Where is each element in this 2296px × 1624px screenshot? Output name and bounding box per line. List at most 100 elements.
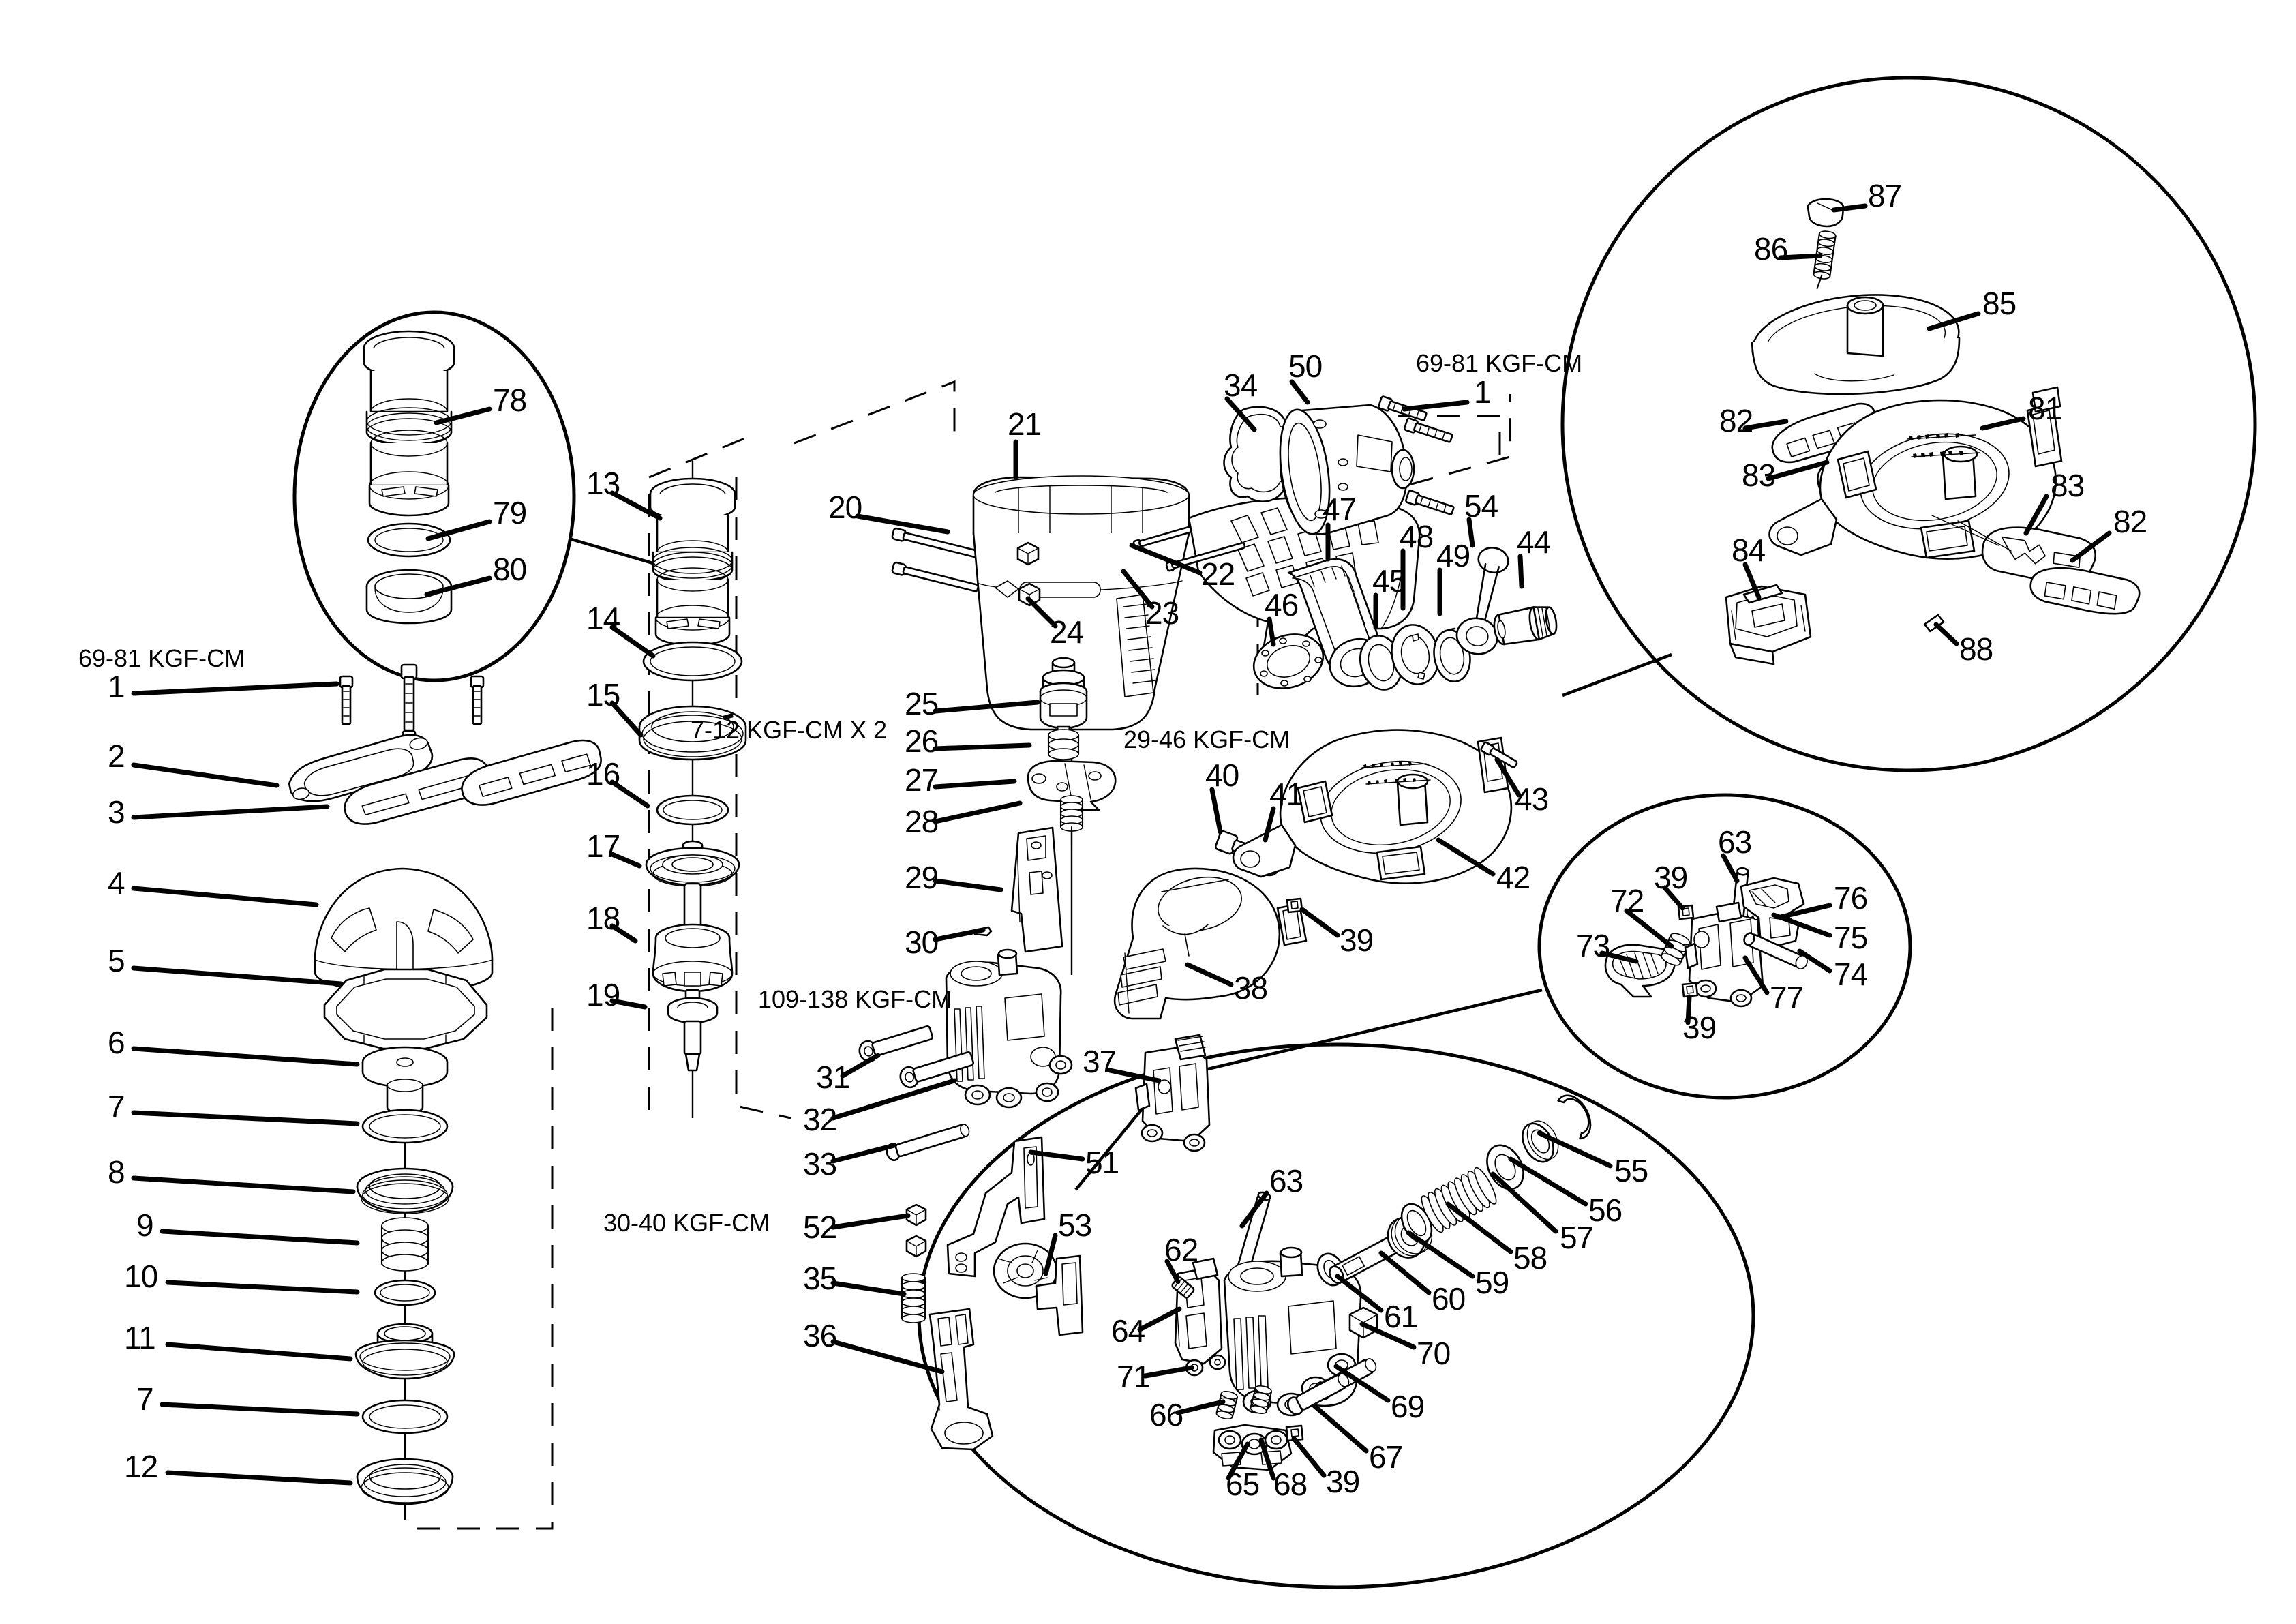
part-number-callout: 8	[108, 1154, 125, 1190]
callout-leader-line	[165, 1280, 360, 1295]
part-number-callout: 68	[1273, 1467, 1308, 1502]
callout-leader-line	[1291, 1436, 1327, 1478]
callout-leader-line	[830, 1078, 957, 1121]
callout-leader-line	[1043, 1233, 1058, 1276]
part-number-callout: 34	[1224, 367, 1258, 403]
part-number-callout: 74	[1834, 957, 1868, 992]
callout-leader-line	[434, 406, 492, 425]
callout-leader-line	[1508, 1156, 1588, 1207]
callout-leader-line	[165, 1470, 353, 1486]
callout-leader-line	[609, 779, 650, 809]
callout-leader-line	[933, 779, 1017, 790]
part-number-callout: 63	[1718, 824, 1752, 860]
part-number-callout: 84	[1732, 532, 1766, 568]
part-number-callout: 1	[108, 669, 125, 704]
callout-leader-line	[1224, 396, 1257, 432]
part-number-callout: 20	[828, 490, 862, 525]
callout-leader-line	[1107, 1068, 1162, 1083]
callout-leader-line	[609, 625, 656, 659]
callout-leader-line	[1742, 955, 1770, 995]
callout-leader-line	[840, 1053, 881, 1079]
part-number-callout: 56	[1588, 1192, 1622, 1228]
callout-leader-line	[933, 878, 1003, 892]
part-number-callout: 59	[1475, 1265, 1509, 1300]
part-number-callout: 15	[586, 677, 620, 712]
callout-leader-line	[1267, 616, 1276, 647]
torque-spec-note: 29-46 KGF-CM	[1123, 725, 1290, 753]
callout-leader-line	[1980, 416, 2026, 431]
part-number-callout: 77	[1770, 980, 1804, 1015]
part-number-callout: 41	[1269, 777, 1303, 812]
callout-leader-line	[1599, 950, 1639, 964]
callout-leader-line	[1771, 912, 1832, 938]
callout-leader-line	[1226, 1441, 1250, 1481]
part-number-callout: 26	[905, 723, 939, 759]
part-number-callout: 21	[1008, 406, 1042, 442]
part-number-callout: 55	[1614, 1153, 1648, 1188]
part-number-callout: 83	[2051, 468, 2085, 503]
callout-leader-line	[609, 998, 648, 1010]
callout-leader-line	[1359, 1321, 1417, 1350]
part-number-callout: 33	[803, 1146, 837, 1182]
part-number-callout: 53	[1058, 1207, 1092, 1243]
callout-leader-line	[933, 742, 1032, 751]
callout-leader-line	[855, 513, 950, 535]
part-number-callout: 23	[1145, 595, 1179, 631]
part-number-callout: 82	[1719, 403, 1753, 438]
callout-leader-line	[1466, 517, 1475, 548]
callout-leader-line	[131, 1046, 360, 1067]
part-number-callout: 39	[1682, 1010, 1717, 1045]
part-number-callout: 38	[1234, 970, 1268, 1006]
part-number-callout: 40	[1205, 757, 1239, 793]
callout-leader-line	[933, 700, 1040, 714]
part-number-callout: 7	[108, 1089, 125, 1124]
callout-leader-line	[1143, 1365, 1194, 1379]
callout-leader-line	[830, 1339, 945, 1374]
callout-leader-line	[1445, 1201, 1513, 1254]
callout-leader-line	[1137, 1306, 1182, 1332]
callout-leader-line	[1494, 757, 1522, 798]
callout-leader-line	[131, 1110, 360, 1126]
part-number-callout: 1	[1474, 374, 1492, 410]
callout-leader-line	[424, 575, 492, 597]
callout-leader-line	[160, 1229, 360, 1246]
part-number-callout: 35	[803, 1261, 837, 1296]
callout-leader-line	[1258, 1437, 1276, 1481]
part-number-callout: 39	[1340, 922, 1374, 958]
part-number-callout: 4	[108, 865, 125, 901]
part-number-callout: 83	[1742, 457, 1776, 493]
callout-leader-line	[1624, 908, 1674, 949]
part-number-callout: 24	[1050, 614, 1084, 650]
torque-spec-note: 109-138 KGF-CM	[758, 985, 952, 1013]
part-number-callout: 42	[1496, 860, 1530, 895]
part-number-callout: 6	[108, 1025, 125, 1060]
part-number-callout: 9	[136, 1207, 154, 1243]
part-number-callout: 87	[1868, 178, 1902, 213]
callout-leader-line	[609, 852, 642, 869]
part-number-callout: 54	[1464, 488, 1498, 524]
part-number-callout: 61	[1384, 1299, 1418, 1334]
part-number-callout: 44	[1517, 524, 1551, 560]
part-number-callout: 79	[493, 495, 527, 530]
part-number-callout: 82	[2113, 504, 2147, 539]
part-number-callout: 49	[1436, 538, 1470, 573]
part-number-callout: 45	[1372, 563, 1406, 599]
part-number-callout: 50	[1288, 348, 1323, 384]
part-number-callout: 46	[1265, 587, 1299, 622]
part-number-callout: 80	[493, 552, 527, 587]
callout-leader-line	[131, 886, 319, 907]
part-number-callout: 11	[124, 1320, 156, 1355]
callout-leader-line	[1378, 1250, 1432, 1295]
part-number-callout: 2	[108, 738, 125, 774]
callout-leader-line	[1129, 543, 1203, 575]
callout-leader-line	[1436, 837, 1496, 877]
part-number-callout: 72	[1610, 883, 1644, 918]
part-number-callout: 63	[1269, 1163, 1303, 1199]
part-number-callout: 69	[1391, 1389, 1425, 1424]
callout-leader-line	[1517, 554, 1524, 589]
callout-leader-line	[1164, 1259, 1181, 1284]
part-number-callout: 10	[124, 1259, 158, 1294]
part-number-callout: 39	[1654, 860, 1688, 895]
callout-leader-line	[131, 804, 330, 820]
part-number-callout: 16	[586, 756, 620, 792]
